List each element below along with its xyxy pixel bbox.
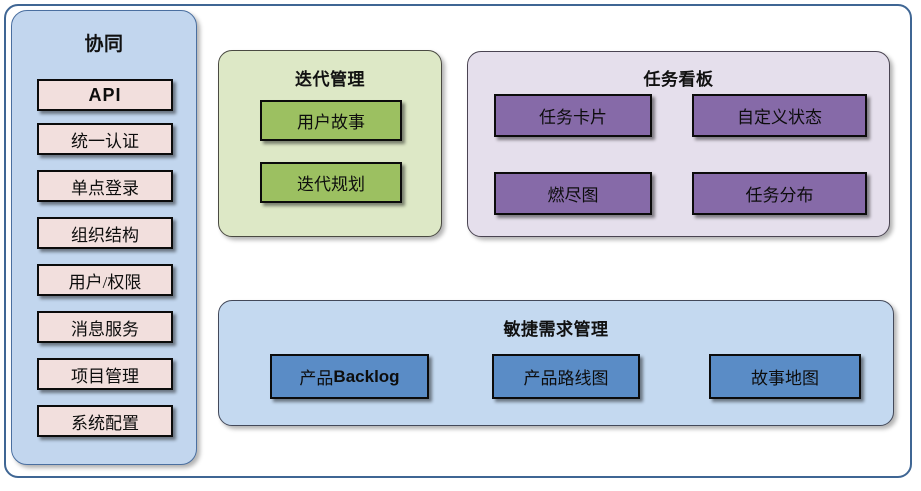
taskboard-item-burndown-chart[interactable]: 燃尽图 bbox=[494, 172, 652, 215]
agile-item-product-backlog-label-cn: 产品 bbox=[299, 369, 334, 388]
panel-task-board-title: 任务看板 bbox=[643, 70, 714, 89]
agile-item-product-roadmap[interactable]: 产品路线图 bbox=[492, 354, 640, 399]
agile-item-product-backlog-label-en: Backlog bbox=[333, 366, 400, 386]
taskboard-item-custom-status[interactable]: 自定义状态 bbox=[692, 94, 867, 137]
sidebar-item-user-permission[interactable]: 用户/权限 bbox=[37, 264, 173, 296]
sidebar-item-message-service[interactable]: 消息服务 bbox=[37, 311, 173, 343]
panel-task-board[interactable]: 任务看板 任务卡片 自定义状态 燃尽图 任务分布 bbox=[467, 51, 890, 237]
panel-collaboration[interactable]: 协同 API 统一认证 单点登录 组织结构 用户/权限 消息服务 项目管理 系统… bbox=[11, 10, 197, 465]
panel-collaboration-title: 协同 bbox=[84, 34, 124, 55]
sidebar-item-org-structure[interactable]: 组织结构 bbox=[37, 217, 173, 249]
agile-item-story-map[interactable]: 故事地图 bbox=[709, 354, 861, 399]
panel-agile-requirement-management-title: 敏捷需求管理 bbox=[503, 320, 609, 339]
iteration-item-user-story[interactable]: 用户故事 bbox=[260, 100, 402, 141]
taskboard-item-task-card[interactable]: 任务卡片 bbox=[494, 94, 652, 137]
sidebar-item-unified-auth[interactable]: 统一认证 bbox=[37, 123, 173, 155]
sidebar-item-system-config[interactable]: 系统配置 bbox=[37, 405, 173, 437]
panel-iteration-management-title: 迭代管理 bbox=[295, 70, 365, 89]
iteration-item-iteration-plan[interactable]: 迭代规划 bbox=[260, 162, 402, 203]
taskboard-item-task-distribution[interactable]: 任务分布 bbox=[692, 172, 867, 215]
sidebar-item-sso[interactable]: 单点登录 bbox=[37, 170, 173, 202]
sidebar-item-project-management[interactable]: 项目管理 bbox=[37, 358, 173, 390]
sidebar-item-api[interactable]: API bbox=[37, 79, 173, 111]
panel-iteration-management[interactable]: 迭代管理 用户故事 迭代规划 bbox=[218, 50, 442, 237]
